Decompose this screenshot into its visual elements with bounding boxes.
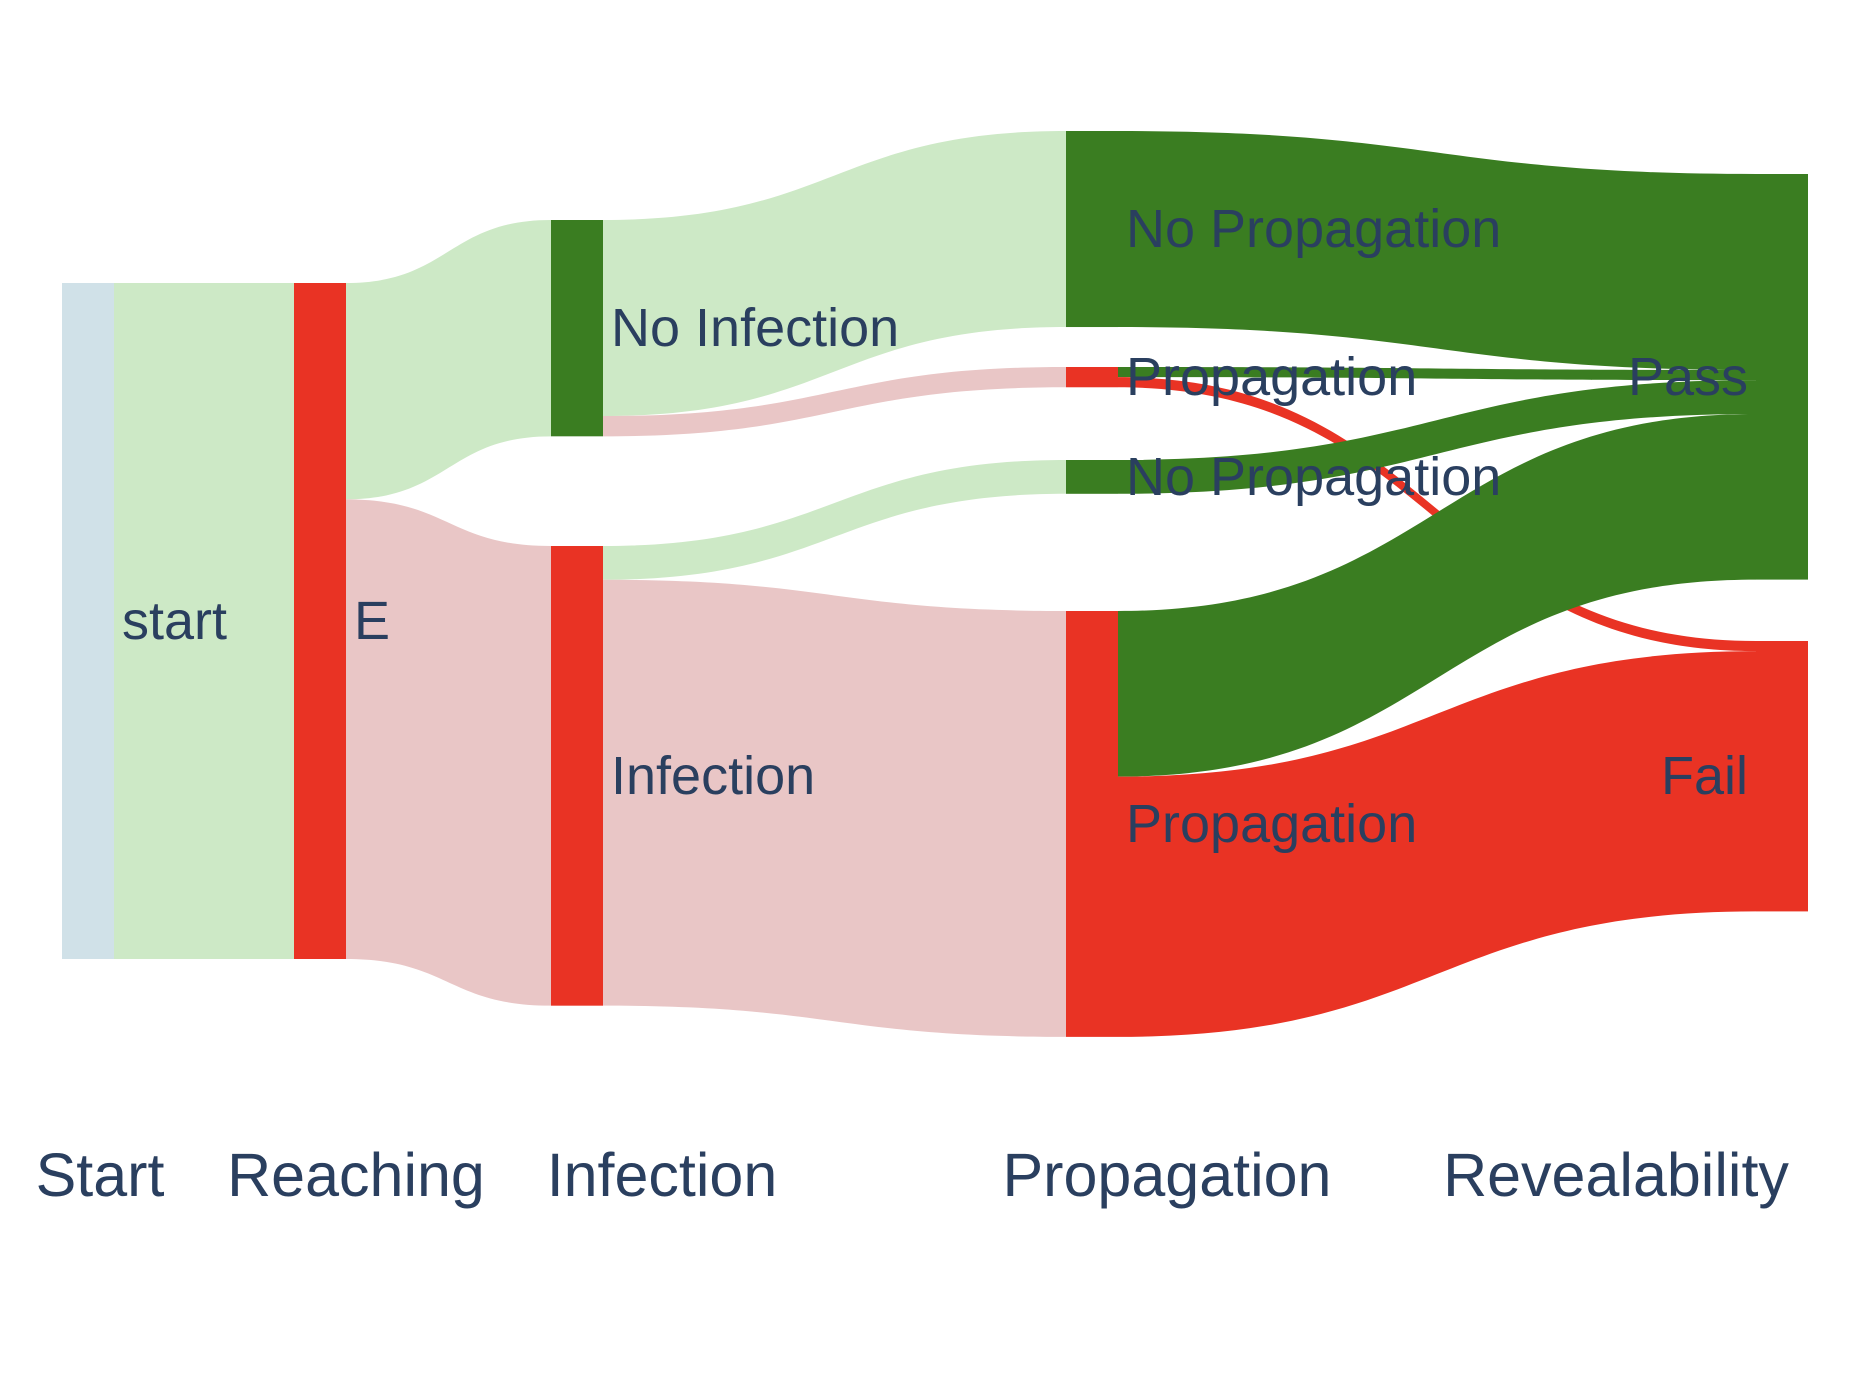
sankey-links (114, 131, 1756, 1037)
node-label-pass: Pass (1628, 347, 1748, 407)
link-E-to-inf (346, 499, 551, 1006)
node-noinf (551, 220, 603, 437)
node-start (62, 283, 114, 959)
node-label-E: E (354, 591, 390, 651)
node-label-inf: Infection (611, 746, 815, 806)
stage-label-infection: Infection (547, 1141, 778, 1209)
node-label-prop1: Propagation (1126, 347, 1417, 407)
sankey-nodes (62, 131, 1808, 1037)
node-inf (551, 546, 603, 1006)
node-label-fail: Fail (1661, 746, 1748, 806)
link-noinf-to-prop1 (603, 367, 1066, 437)
stage-label-propagation: Propagation (1003, 1141, 1332, 1209)
node-prop2 (1066, 611, 1118, 1037)
stage-label-start: Start (36, 1141, 165, 1209)
node-label-prop2: Propagation (1126, 794, 1417, 854)
node-label-noprop1: No Propagation (1126, 199, 1501, 259)
node-pass (1756, 174, 1808, 580)
link-noprop2-to-pass (1118, 380, 1756, 494)
link-prop1-to-pass (1118, 367, 1756, 381)
link-E-to-noinf (346, 220, 551, 500)
node-fail (1756, 641, 1808, 912)
link-inf-to-prop2 (603, 579, 1066, 1037)
node-E (294, 283, 346, 959)
node-noprop2 (1066, 460, 1118, 494)
stage-label-revealability: Revealability (1443, 1141, 1789, 1209)
link-prop2-to-fail (1118, 651, 1756, 1037)
node-label-noprop2: No Propagation (1126, 447, 1501, 507)
stage-label-reaching: Reaching (227, 1141, 485, 1209)
link-noprop1-to-pass (1118, 131, 1756, 371)
node-label-noinf: No Infection (611, 298, 899, 358)
node-label-start: start (122, 591, 227, 651)
node-prop1 (1066, 367, 1118, 388)
link-noinf-to-noprop1 (603, 131, 1066, 417)
link-start-to-E (114, 283, 294, 959)
stage-labels: Start Reaching Infection Propagation Rev… (36, 1141, 1790, 1209)
node-noprop1 (1066, 131, 1118, 328)
link-prop2-to-pass (1118, 413, 1756, 777)
link-inf-to-noprop2 (603, 460, 1066, 580)
